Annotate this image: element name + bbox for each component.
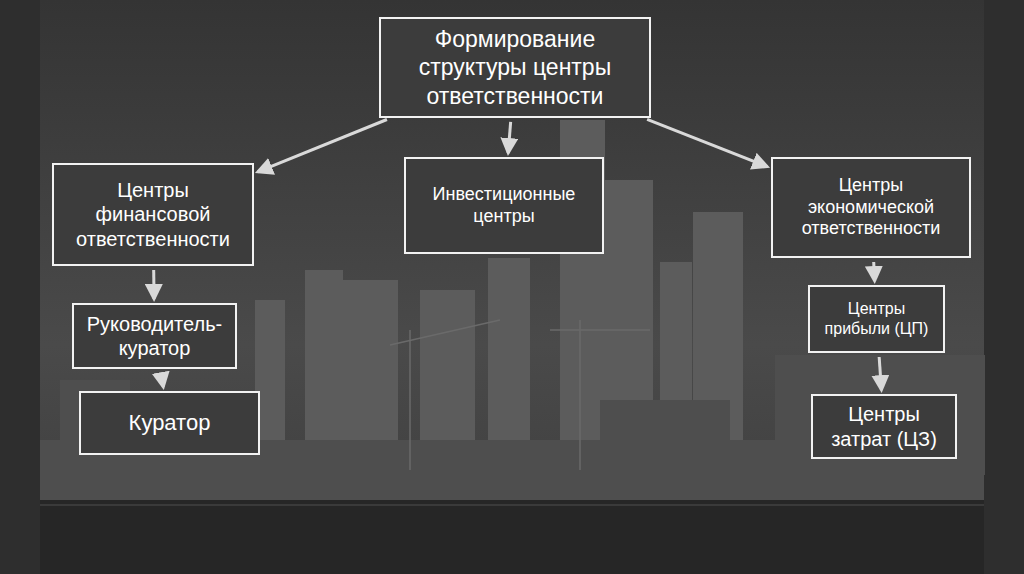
process-box: Куратор (79, 391, 260, 455)
box-label: Инвестиционные центры (414, 184, 594, 228)
root-box: Формирование структуры центры ответствен… (379, 17, 651, 118)
arrow-connector (647, 119, 767, 166)
process-box: Руководитель-куратор (72, 303, 237, 369)
category-box: Инвестиционные центры (404, 157, 604, 254)
process-box: Центры затрат (ЦЗ) (811, 394, 957, 459)
category-box: Центры экономической ответственности (771, 157, 971, 258)
box-label: Центры финансовой ответственности (62, 178, 244, 251)
box-label: Центры экономической ответственности (781, 175, 961, 241)
arrow-connector (161, 373, 163, 387)
process-box: Центры прибыли (ЦП) (808, 285, 945, 353)
category-box: Центры финансовой ответственности (52, 163, 254, 266)
box-label: Куратор (129, 410, 211, 437)
arrow-connector (508, 122, 510, 153)
arrow-connector (152, 270, 155, 299)
arrow-connector (258, 120, 387, 172)
box-label: Формирование структуры центры ответствен… (389, 25, 641, 109)
box-label: Руководитель-куратор (82, 312, 227, 361)
box-label: Центры прибыли (ЦП) (818, 299, 935, 338)
box-label: Центры затрат (ЦЗ) (821, 402, 947, 451)
arrow-connector (872, 262, 876, 281)
arrow-connector (879, 357, 881, 390)
